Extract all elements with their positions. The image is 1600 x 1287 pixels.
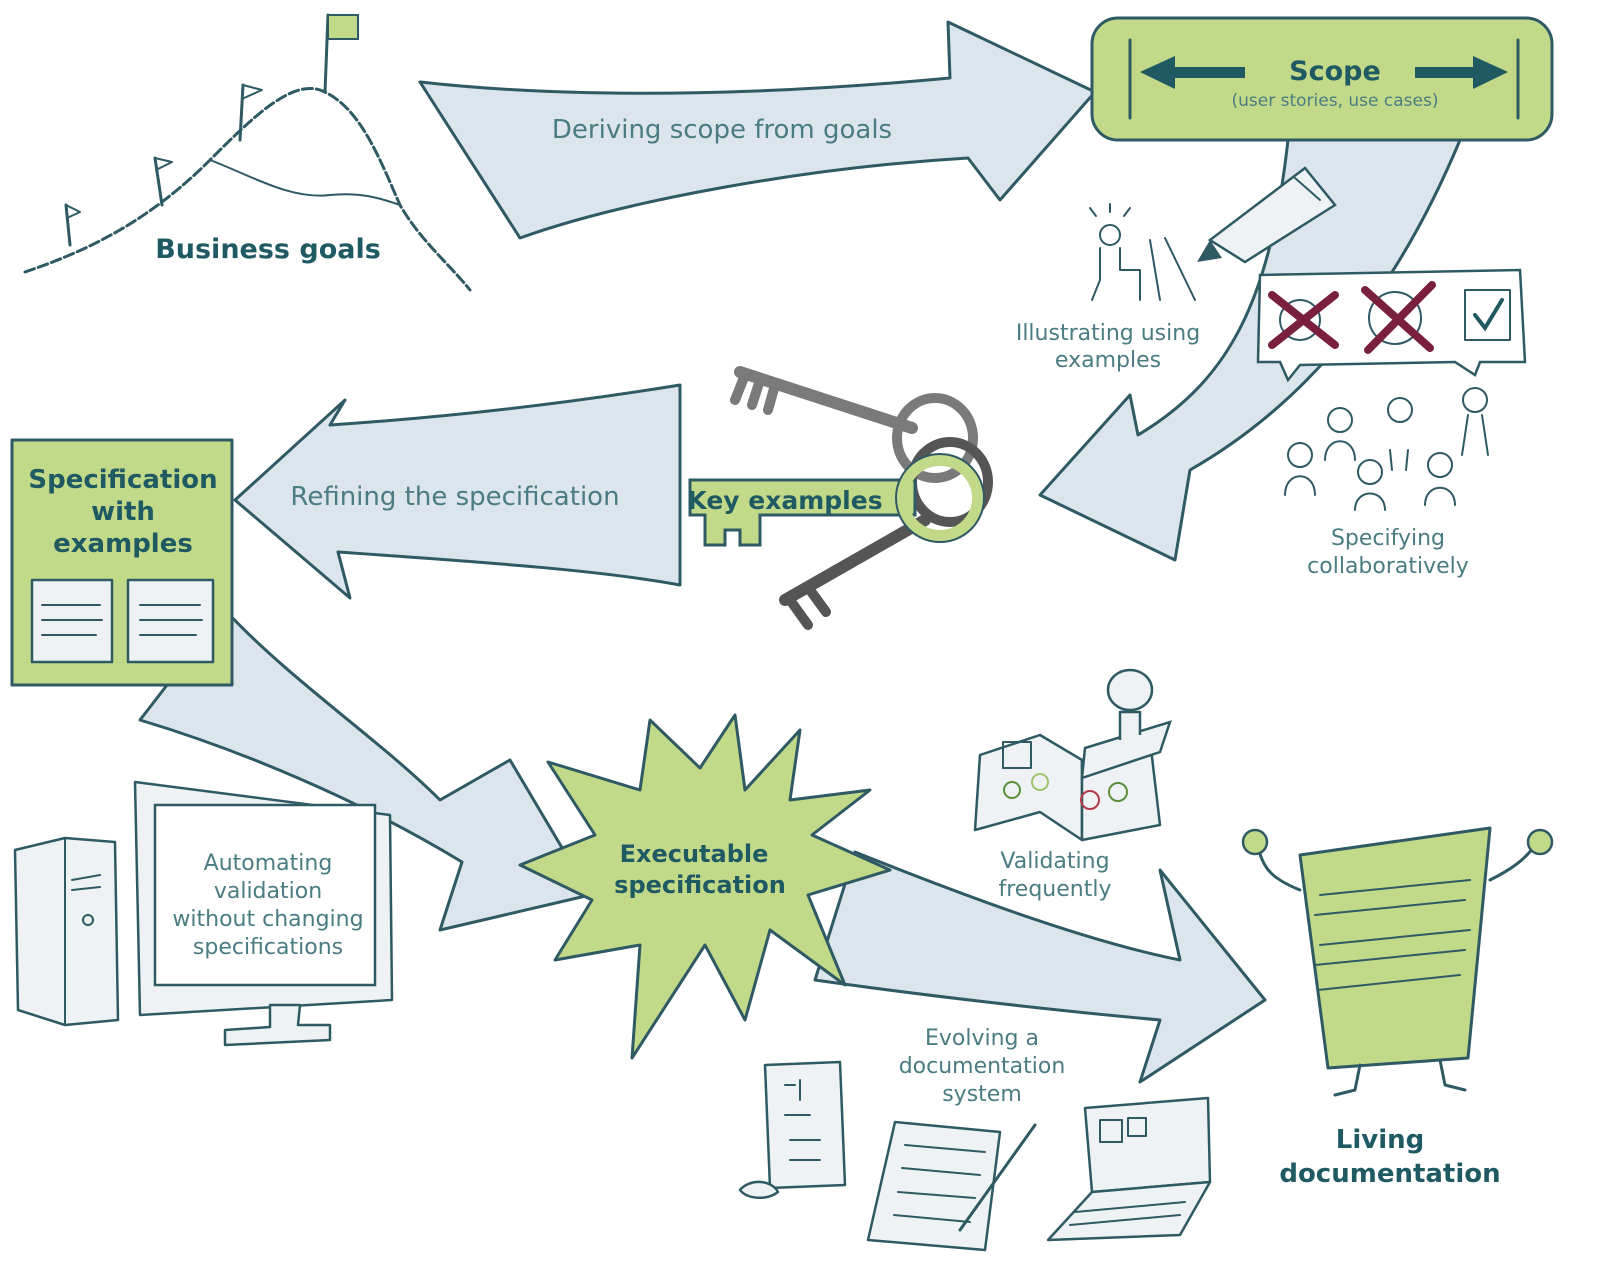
- automating-label-line3: without changing: [172, 907, 363, 932]
- mountain-flags-icon: [23, 13, 472, 292]
- stamp-book-icon: [973, 668, 1172, 842]
- spec-with-examples-line1: Specification: [28, 465, 217, 495]
- evolving-label-line1: Evolving a: [925, 1026, 1039, 1051]
- automating-label-line2: validation: [214, 879, 322, 904]
- evolving-label-line3: system: [942, 1082, 1022, 1107]
- business-goals-label: Business goals: [155, 234, 381, 265]
- executable-spec-line1: Executable: [620, 840, 769, 868]
- deriving-scope-label: Deriving scope from goals: [552, 115, 892, 145]
- scope-subtitle: (user stories, use cases): [1232, 91, 1439, 111]
- living-doc-line2: documentation: [1279, 1159, 1500, 1189]
- illustrating-label-line1: Illustrating using: [1016, 321, 1200, 346]
- evolving-arrow: [813, 850, 1267, 1084]
- spec-with-examples-box: [10, 438, 234, 687]
- pencil-icon: [1197, 166, 1337, 264]
- automating-arrow: [138, 608, 592, 932]
- scope-box: [1090, 16, 1554, 142]
- living-doc-line1: Living: [1336, 1125, 1424, 1155]
- key-examples-label: Key examples: [687, 486, 882, 515]
- spec-with-examples-line2: with: [91, 497, 155, 527]
- idea-person-icon: [1089, 203, 1196, 301]
- illustrating-label-line2: examples: [1055, 348, 1161, 373]
- stone-tablet-icon: [738, 1060, 847, 1199]
- illustrating-arrow: [1038, 138, 1462, 562]
- checkmark-icon: [1464, 289, 1511, 341]
- validating-label-line2: frequently: [999, 877, 1112, 902]
- computer-icon: [13, 780, 394, 1047]
- keys-icon: [688, 366, 993, 630]
- deriving-scope-arrow: [418, 20, 1097, 240]
- evolving-label-line2: documentation: [899, 1054, 1066, 1079]
- executable-spec-line2: specification: [614, 871, 786, 899]
- specifying-label-line2: collaboratively: [1307, 554, 1469, 579]
- automating-label-line4: specifications: [193, 935, 343, 960]
- scope-title: Scope: [1289, 56, 1381, 87]
- validating-label-line1: Validating: [1000, 849, 1109, 874]
- spec-with-examples-line3: examples: [53, 529, 193, 559]
- refining-arrow: [233, 383, 682, 600]
- crossed-out-options-icon: [1256, 268, 1527, 383]
- executable-spec-burst: [518, 713, 892, 1060]
- specifying-label-line1: Specifying: [1331, 526, 1445, 551]
- handwritten-paper-icon: [866, 1120, 1037, 1252]
- automating-label-line1: Automating: [204, 851, 333, 876]
- refining-label: Refining the specification: [290, 482, 619, 512]
- happy-document-icon: [1241, 826, 1554, 1097]
- laptop-icon: [1046, 1096, 1212, 1242]
- team-icon: [1284, 387, 1489, 511]
